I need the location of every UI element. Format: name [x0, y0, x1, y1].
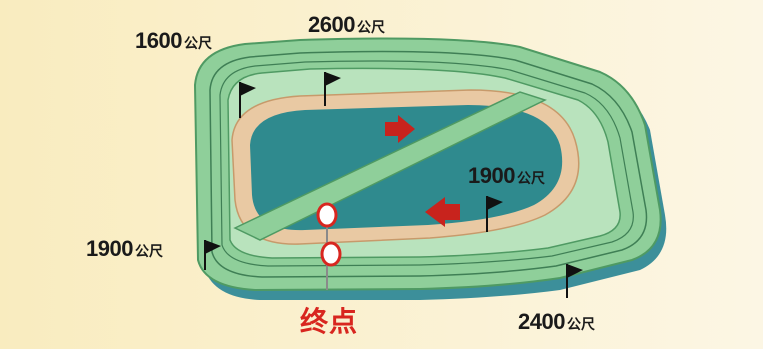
diagonal-chute — [233, 91, 548, 241]
start-flag-icon — [566, 264, 583, 298]
start-flag-icon — [324, 72, 341, 106]
distance-value: 2400 — [518, 309, 565, 334]
direction-arrow-icon — [385, 115, 415, 143]
direction-arrow-icon — [425, 197, 460, 227]
start-flag-icon — [239, 82, 256, 118]
distance-unit: 公尺 — [566, 316, 595, 332]
distance-unit: 公尺 — [134, 243, 163, 259]
distance-unit: 公尺 — [356, 19, 385, 35]
distance-unit: 公尺 — [516, 170, 545, 186]
start-flag-icon — [486, 196, 503, 232]
turf-lane-line — [219, 60, 634, 267]
finish-label: 终点 — [300, 305, 359, 338]
start-flag-icon — [204, 240, 221, 270]
distance-value: 2600 — [308, 12, 355, 37]
finish-post-icon — [316, 202, 342, 290]
distance-value: 1600 — [135, 28, 182, 53]
turf-lane-line — [209, 50, 648, 278]
distance-value: 1900 — [86, 236, 133, 261]
distance-unit: 公尺 — [183, 35, 212, 51]
distance-value: 1900 — [468, 163, 515, 188]
